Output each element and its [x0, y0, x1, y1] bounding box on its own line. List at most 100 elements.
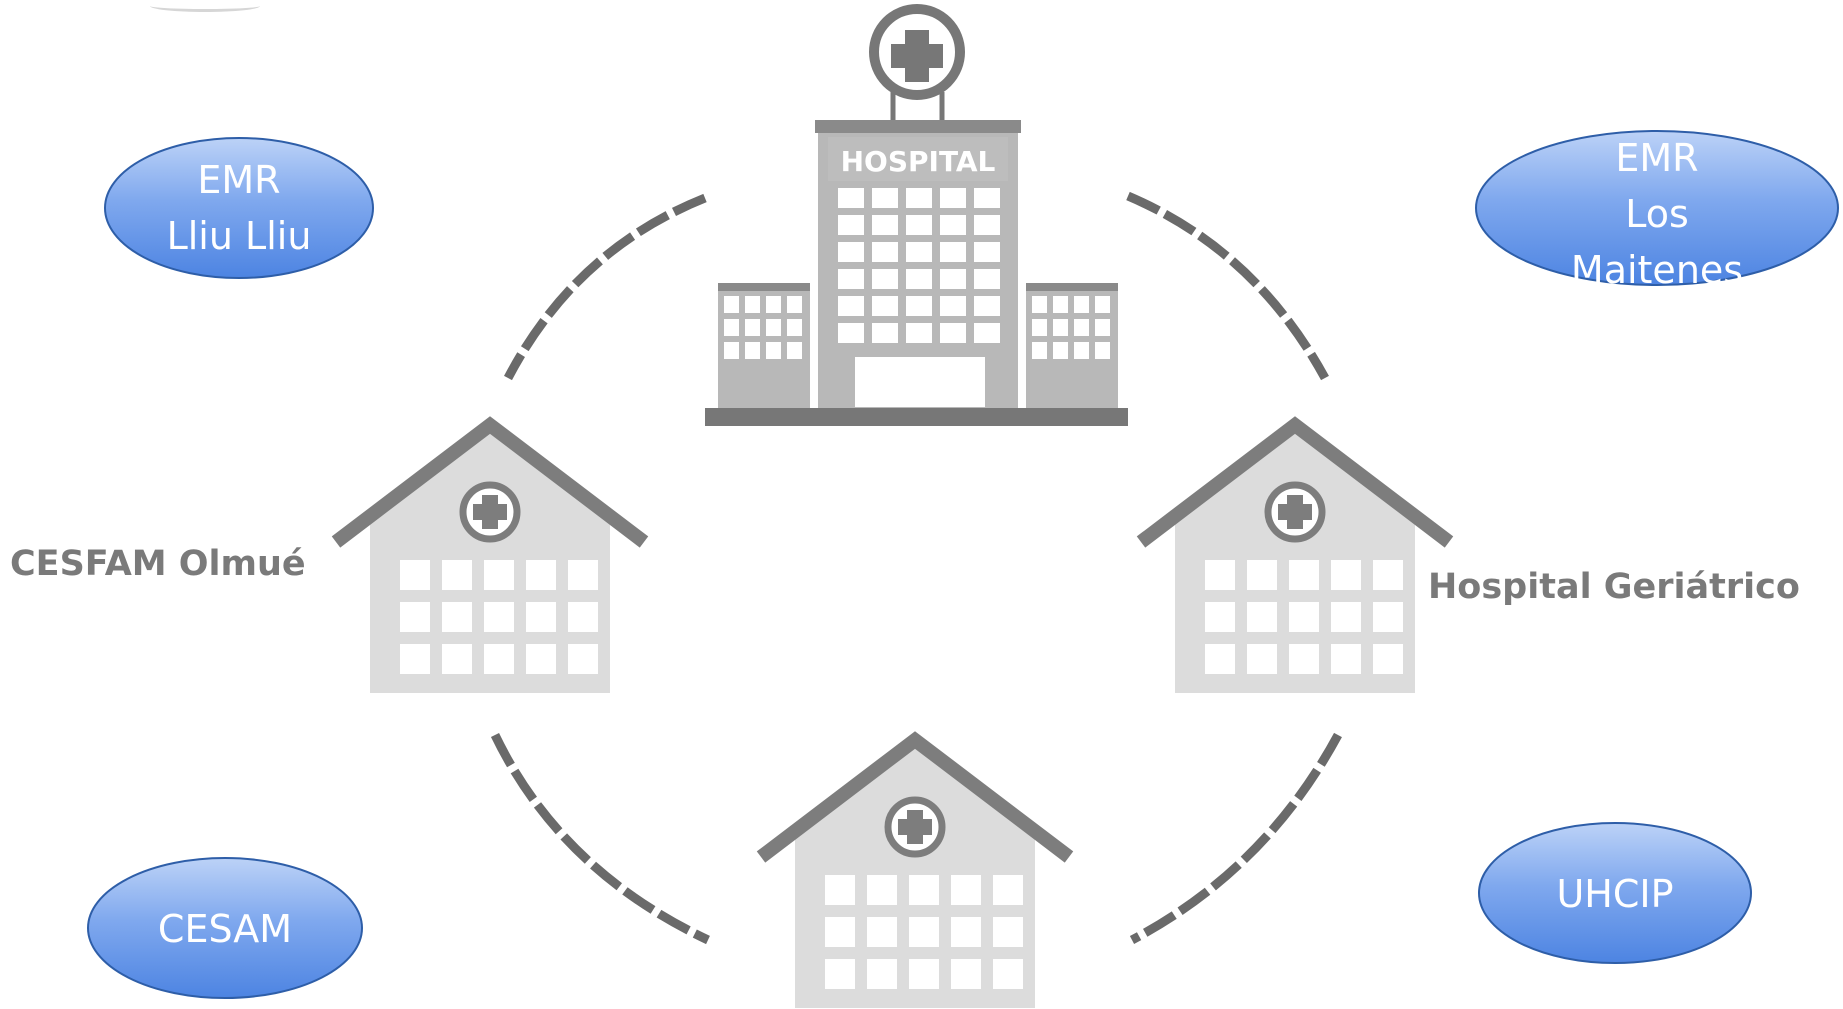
wing-window [766, 319, 781, 336]
clinic-house-icon [331, 416, 649, 693]
clinic-window [568, 644, 598, 674]
clinic-window [484, 560, 514, 590]
tower-window [872, 269, 898, 289]
clinic-window [993, 875, 1023, 905]
ellipse-emr-los-maitenes [1475, 130, 1839, 286]
ellipse-cesam [87, 857, 363, 999]
clinic-window [1289, 602, 1319, 632]
tower-window [838, 296, 864, 316]
tower-window [940, 323, 966, 343]
label-hospital-geriatrico: Hospital Geriátrico [1428, 567, 1800, 607]
tower-window [906, 323, 932, 343]
clinic-cross-plus [1278, 495, 1312, 529]
clinic-window [993, 917, 1023, 947]
tower-window [974, 188, 1000, 208]
clinic-window [1289, 560, 1319, 590]
arc-top-right [1126, 191, 1329, 381]
wing-window [787, 296, 802, 313]
tower-window [872, 188, 898, 208]
clinic-window [825, 917, 855, 947]
hospital-roof-band [815, 120, 1021, 133]
wing-window [1032, 296, 1047, 313]
connection-arcs [490, 191, 1342, 945]
clinic-roof [1136, 416, 1454, 548]
clinic-window [568, 560, 598, 590]
service-ellipses [87, 130, 1839, 999]
tower-window [974, 323, 1000, 343]
clinic-window [1373, 560, 1403, 590]
tower-window [838, 215, 864, 235]
clinic-window [1247, 560, 1277, 590]
clinic-roof [756, 731, 1074, 863]
ellipse-emr-lliu-lliu [104, 137, 374, 279]
clinic-window [909, 959, 939, 989]
clinic-window [1205, 560, 1235, 590]
wing-window [1032, 342, 1047, 359]
tower-window [974, 242, 1000, 262]
tower-window [872, 215, 898, 235]
left-wing-band [718, 283, 810, 291]
hospital-ground [705, 408, 1128, 426]
tower-window [872, 296, 898, 316]
clinic-window [526, 560, 556, 590]
wing-window [1074, 296, 1089, 313]
hospital-building-icon: HOSPITAL [705, 4, 1128, 426]
clinic-window [1289, 644, 1319, 674]
wing-window [787, 319, 802, 336]
wing-window [1053, 342, 1068, 359]
wing-window [1095, 296, 1110, 313]
tower-window [872, 323, 898, 343]
clinic-window [526, 602, 556, 632]
label-cesfam-olmue: CESFAM Olmué [10, 544, 306, 584]
clinic-window [951, 917, 981, 947]
wing-window [745, 342, 760, 359]
arc-top-left [504, 193, 707, 381]
clinic-window [526, 644, 556, 674]
tower-window [838, 323, 864, 343]
clinic-window [400, 644, 430, 674]
tower-window [974, 215, 1000, 235]
tower-window [940, 269, 966, 289]
clinic-window [909, 875, 939, 905]
wing-window [1074, 342, 1089, 359]
clinic-window [1247, 602, 1277, 632]
wing-window [724, 319, 739, 336]
tower-window [974, 296, 1000, 316]
tower-window [838, 242, 864, 262]
clinic-cross-plus [473, 495, 507, 529]
clinic-window [951, 875, 981, 905]
tower-window [940, 188, 966, 208]
clinic-window [568, 602, 598, 632]
clinic-house-icon [1136, 416, 1454, 693]
wing-window [1095, 319, 1110, 336]
clinic-window [442, 560, 472, 590]
wing-window [1053, 296, 1068, 313]
arc-bottom-left [490, 733, 710, 945]
wing-window [766, 296, 781, 313]
clinic-window [825, 959, 855, 989]
tower-window [906, 296, 932, 316]
tower-window [872, 242, 898, 262]
clinic-window [484, 644, 514, 674]
wing-window [1053, 319, 1068, 336]
clinic-window [951, 959, 981, 989]
clinic-window [1331, 560, 1361, 590]
clinic-window [909, 917, 939, 947]
wing-window [745, 319, 760, 336]
arc-bottom-right [1129, 732, 1342, 944]
tower-windows [838, 188, 1000, 343]
hospital-entrance [855, 357, 985, 407]
clinic-window [1373, 644, 1403, 674]
clinic-window [1373, 602, 1403, 632]
tower-window [838, 269, 864, 289]
wing-window [745, 296, 760, 313]
right-wing-band [1026, 283, 1118, 291]
tower-window [906, 188, 932, 208]
wing-windows [724, 296, 1110, 359]
tower-window [940, 242, 966, 262]
cross-sign-plus [891, 30, 943, 82]
clinic-window [442, 602, 472, 632]
tower-window [940, 215, 966, 235]
clinic-roof [331, 416, 649, 548]
